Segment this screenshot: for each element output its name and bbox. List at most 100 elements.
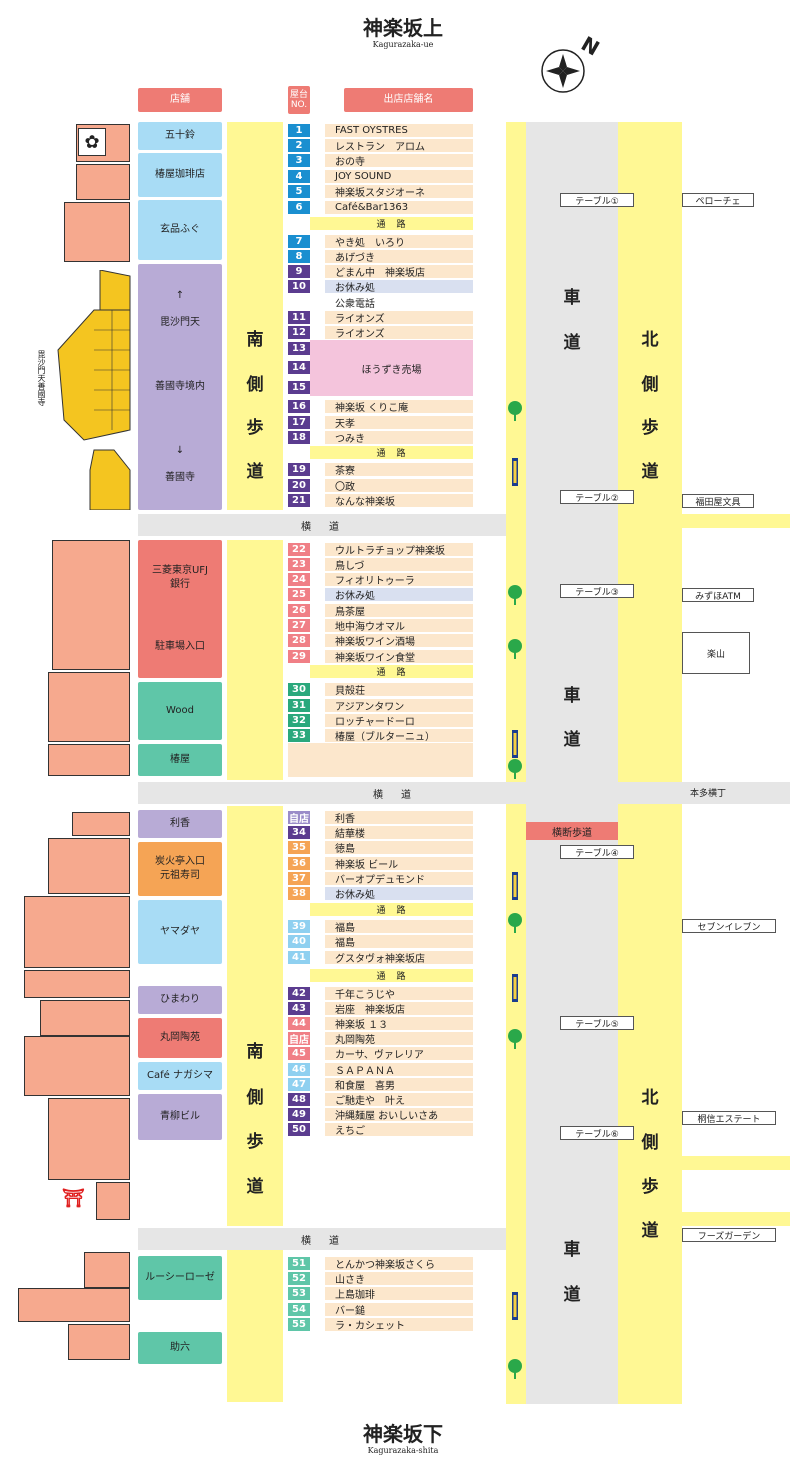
shop-tsubakiya: 椿屋 [138,744,222,776]
south-walkway-char-1: 南 [246,330,264,350]
stall-number: 26 [288,603,310,617]
stall-number: 37 [288,871,310,885]
stall-row: 17 天孝 [288,415,473,429]
south-walkway-char-6: 側 [246,1088,264,1108]
temple-icon [54,269,132,511]
street-lamp-icon [512,872,518,900]
stall-number: 48 [288,1092,310,1106]
building [52,540,130,670]
stall-name: お休み処 [325,587,473,601]
stall-number: 9 [288,264,310,278]
stall-number: 21 [288,493,310,507]
stall-number: 19 [288,462,310,476]
stall-row: 48 ご馳走や 叶え [288,1092,473,1106]
passage-1: 通 路 [310,217,473,230]
north-walkway-char-4: 道 [641,462,659,482]
north-walkway-char-8: 道 [641,1221,659,1241]
stall-row: 55 ラ・カシェット [288,1317,473,1331]
stall-number: 4 [288,169,310,183]
south-walkway-1 [227,122,283,510]
north-walkway-char-7: 歩 [641,1177,659,1197]
table-3: テーブル③ [560,584,634,598]
honda-yokocho-label: 本多横丁 [690,789,727,799]
stall-name: 鳥茶屋 [325,603,473,617]
flower-crest-icon: ✿ [78,128,106,156]
street-lamp-icon [512,730,518,758]
header-shop: 店舗 [138,88,222,112]
building [48,838,130,894]
stall-row: 13 [288,341,473,355]
stall-name: あげづき [325,249,473,263]
shop-mufg-bank: 三菱東京UFJ 銀行 駐車場入口 [138,540,222,678]
stall-name: 天孝 [325,415,473,429]
stall-name: JOY SOUND [325,169,473,183]
stall-name: 神楽坂スタジオーネ [325,184,473,198]
footer-subtitle: Kagurazaka-shita [367,1446,439,1455]
stall-name: えちご [325,1122,473,1136]
roadway-char-4: 道 [563,730,581,750]
stall-number: 16 [288,399,310,413]
south-walkway-char-3: 歩 [246,418,264,438]
stall-number: 8 [288,249,310,263]
stall-row: 15 [288,380,473,394]
south-walkway-3 [227,806,283,1226]
stall-number: 15 [288,380,310,394]
stall-name: やき処 いろり [325,234,473,248]
stall-number: 52 [288,1271,310,1285]
side-street-1: 横 道 [138,514,506,536]
north-side-street-1 [682,514,790,528]
stall-name: 福島 [325,934,473,948]
table-1: テーブル① [560,193,634,207]
stall-number: 17 [288,415,310,429]
stall-name: 福島 [325,919,473,933]
stall-number: 51 [288,1256,310,1270]
stall-number: 55 [288,1317,310,1331]
stall-name: お休み処 [325,279,473,293]
building [40,1000,130,1036]
stall-name: 沖縄麺屋 おいしいさあ [325,1107,473,1121]
shop-tsubakiya-coffee: 椿屋珈琲店 [138,153,222,197]
stall-name: フィオリトゥーラ [325,572,473,586]
building [84,1252,130,1288]
stall-name: ご馳走や 叶え [325,1092,473,1106]
stall-number: 11 [288,310,310,324]
stall-name: Café&Bar1363 [325,200,473,214]
stall-number: 36 [288,856,310,870]
north-walkway-char-1: 北 [641,330,659,350]
building [72,812,130,836]
shop-wood: Wood [138,682,222,740]
south-walkway-char-5: 南 [246,1042,264,1062]
stall-number: 13 [288,341,310,355]
stall-name: ウルトラチョップ神楽坂 [325,542,473,556]
stall-number: 23 [288,557,310,571]
street-lamp-icon [512,974,518,1002]
stall-number: 32 [288,713,310,727]
passage-2: 通 路 [310,446,473,459]
crosswalk-label: 横断歩道 [526,822,618,840]
roadway-char-6: 道 [563,1285,581,1305]
tree-icon [507,1358,523,1380]
stall-number: 35 [288,840,310,854]
south-walkway-char-8: 道 [246,1177,264,1197]
stall-name: とんかつ神楽坂さくら [325,1256,473,1270]
stall-name: ラ・カシェット [325,1317,473,1331]
